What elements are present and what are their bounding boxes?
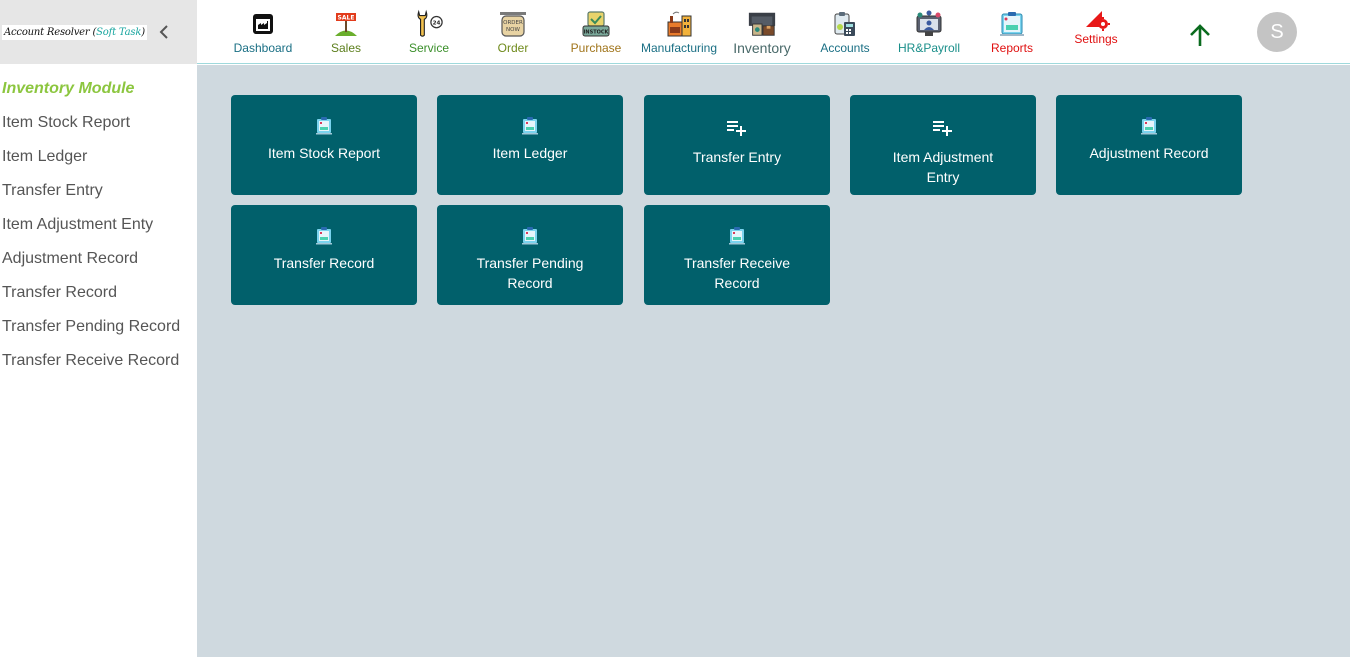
- sidebar-collapse-button[interactable]: [158, 24, 170, 40]
- report-clipboard-icon: [1000, 12, 1024, 36]
- report-clipboard-icon: [522, 117, 538, 135]
- nav-label: Settings: [1074, 32, 1118, 46]
- brand-paren-close: ): [141, 26, 145, 38]
- dashboard-icon: [253, 14, 273, 34]
- settings-gear-icon: [1086, 11, 1110, 31]
- sidebar-item-transfer-receive-record[interactable]: Transfer Receive Record: [2, 352, 180, 369]
- brand-logo[interactable]: Account Resolver (Soft Task): [2, 24, 147, 40]
- sidebar-item-item-stock-report[interactable]: Item Stock Report: [2, 114, 131, 131]
- nav-label: Dashboard: [233, 41, 293, 55]
- nav-settings[interactable]: Settings: [1071, 0, 1121, 64]
- nav-sales[interactable]: SALE Sales: [326, 0, 366, 64]
- sidebar-item-item-ledger[interactable]: Item Ledger: [2, 148, 88, 165]
- svg-text:24: 24: [433, 20, 441, 26]
- team-monitor-icon: [916, 10, 942, 36]
- tile-item-ledger[interactable]: Item Ledger: [437, 95, 623, 195]
- report-clipboard-icon: [522, 227, 538, 245]
- sale-sign-icon: SALE: [335, 13, 357, 36]
- report-clipboard-icon: [729, 227, 745, 245]
- sidebar-item-transfer-pending-record[interactable]: Transfer Pending Record: [2, 318, 181, 335]
- report-clipboard-icon: [316, 227, 332, 245]
- nav-label: Purchase: [570, 41, 622, 55]
- tile-label: Item Adjustment Entry: [892, 149, 994, 185]
- instock-box-icon: INSTOCK: [582, 11, 610, 37]
- playlist-add-icon: [727, 121, 746, 136]
- arrow-up-icon: [1190, 24, 1210, 46]
- sidebar: Account Resolver (Soft Task) Inventory M…: [0, 0, 197, 657]
- tile-label: Transfer Entry: [692, 149, 782, 165]
- sidebar-item-transfer-entry[interactable]: Transfer Entry: [2, 182, 103, 199]
- svg-text:INSTOCK: INSTOCK: [584, 30, 610, 36]
- nav-accounts[interactable]: Accounts: [817, 0, 873, 64]
- sidebar-item-transfer-record[interactable]: Transfer Record: [2, 284, 117, 301]
- nav-label: Order: [497, 41, 529, 55]
- report-clipboard-icon: [1141, 117, 1157, 135]
- sidebar-menu: Item Stock Report Item Ledger Transfer E…: [0, 113, 197, 385]
- sidebar-item-item-adjustment-entry[interactable]: Item Adjustment Enty: [2, 216, 154, 233]
- brand-bar: Account Resolver (Soft Task): [0, 0, 197, 64]
- tile-label: Transfer Pending Record: [476, 255, 584, 291]
- nav-label: Inventory: [733, 40, 791, 56]
- nav-hr-payroll[interactable]: HR&Payroll: [895, 0, 963, 64]
- scroll-top-button[interactable]: [1187, 22, 1213, 48]
- brand-name: Account Resolver: [4, 26, 90, 38]
- factory-icon: [667, 11, 692, 37]
- main-content: Item Stock Report Item Ledger Transfer E…: [197, 65, 1350, 657]
- nav-label: Sales: [330, 41, 362, 55]
- nav-purchase[interactable]: INSTOCK Purchase: [569, 0, 623, 64]
- tile-transfer-entry[interactable]: Transfer Entry: [644, 95, 830, 195]
- tile-item-adjustment-entry[interactable]: Item Adjustment Entry: [850, 95, 1036, 195]
- nav-label: Manufacturing: [640, 41, 718, 55]
- tile-label: Transfer Record: [273, 255, 375, 271]
- tile-label: Transfer Receive Record: [683, 255, 791, 291]
- svg-text:SALE: SALE: [338, 15, 355, 22]
- tile-label: Item Stock Report: [267, 145, 381, 161]
- module-title: Inventory Module: [2, 80, 135, 97]
- brand-sub: Soft Task: [96, 26, 142, 38]
- clipboard-calculator-icon: [834, 12, 855, 36]
- wrench-24-icon: 24: [417, 9, 443, 37]
- svg-text:NOW: NOW: [506, 27, 520, 33]
- nav-dashboard[interactable]: Dashboard: [231, 0, 295, 64]
- nav-label: Accounts: [820, 41, 870, 55]
- svg-text:ORDER: ORDER: [503, 20, 523, 26]
- tile-adjustment-record[interactable]: Adjustment Record: [1056, 95, 1242, 195]
- user-avatar[interactable]: S: [1257, 12, 1297, 52]
- tile-transfer-record[interactable]: Transfer Record: [231, 205, 417, 305]
- nav-inventory[interactable]: Inventory: [732, 0, 792, 64]
- warehouse-icon: [748, 12, 776, 36]
- tile-label: Adjustment Record: [1089, 145, 1209, 161]
- tile-item-stock-report[interactable]: Item Stock Report: [231, 95, 417, 195]
- nav-manufacturing[interactable]: Manufacturing: [639, 0, 719, 64]
- tile-transfer-pending-record[interactable]: Transfer Pending Record: [437, 205, 623, 305]
- playlist-add-icon: [933, 121, 952, 136]
- chevron-left-icon: [159, 25, 168, 39]
- nav-label: Reports: [990, 41, 1034, 55]
- nav-label: Service: [408, 41, 449, 55]
- nav-reports[interactable]: Reports: [989, 0, 1035, 64]
- nav-service[interactable]: 24 Service: [406, 0, 452, 64]
- sidebar-item-adjustment-record[interactable]: Adjustment Record: [2, 250, 139, 267]
- nav-label: HR&Payroll: [897, 41, 960, 55]
- tile-label: Item Ledger: [492, 145, 568, 161]
- report-clipboard-icon: [316, 117, 332, 135]
- tile-transfer-receive-record[interactable]: Transfer Receive Record: [644, 205, 830, 305]
- brand-paren-open: (: [89, 26, 97, 38]
